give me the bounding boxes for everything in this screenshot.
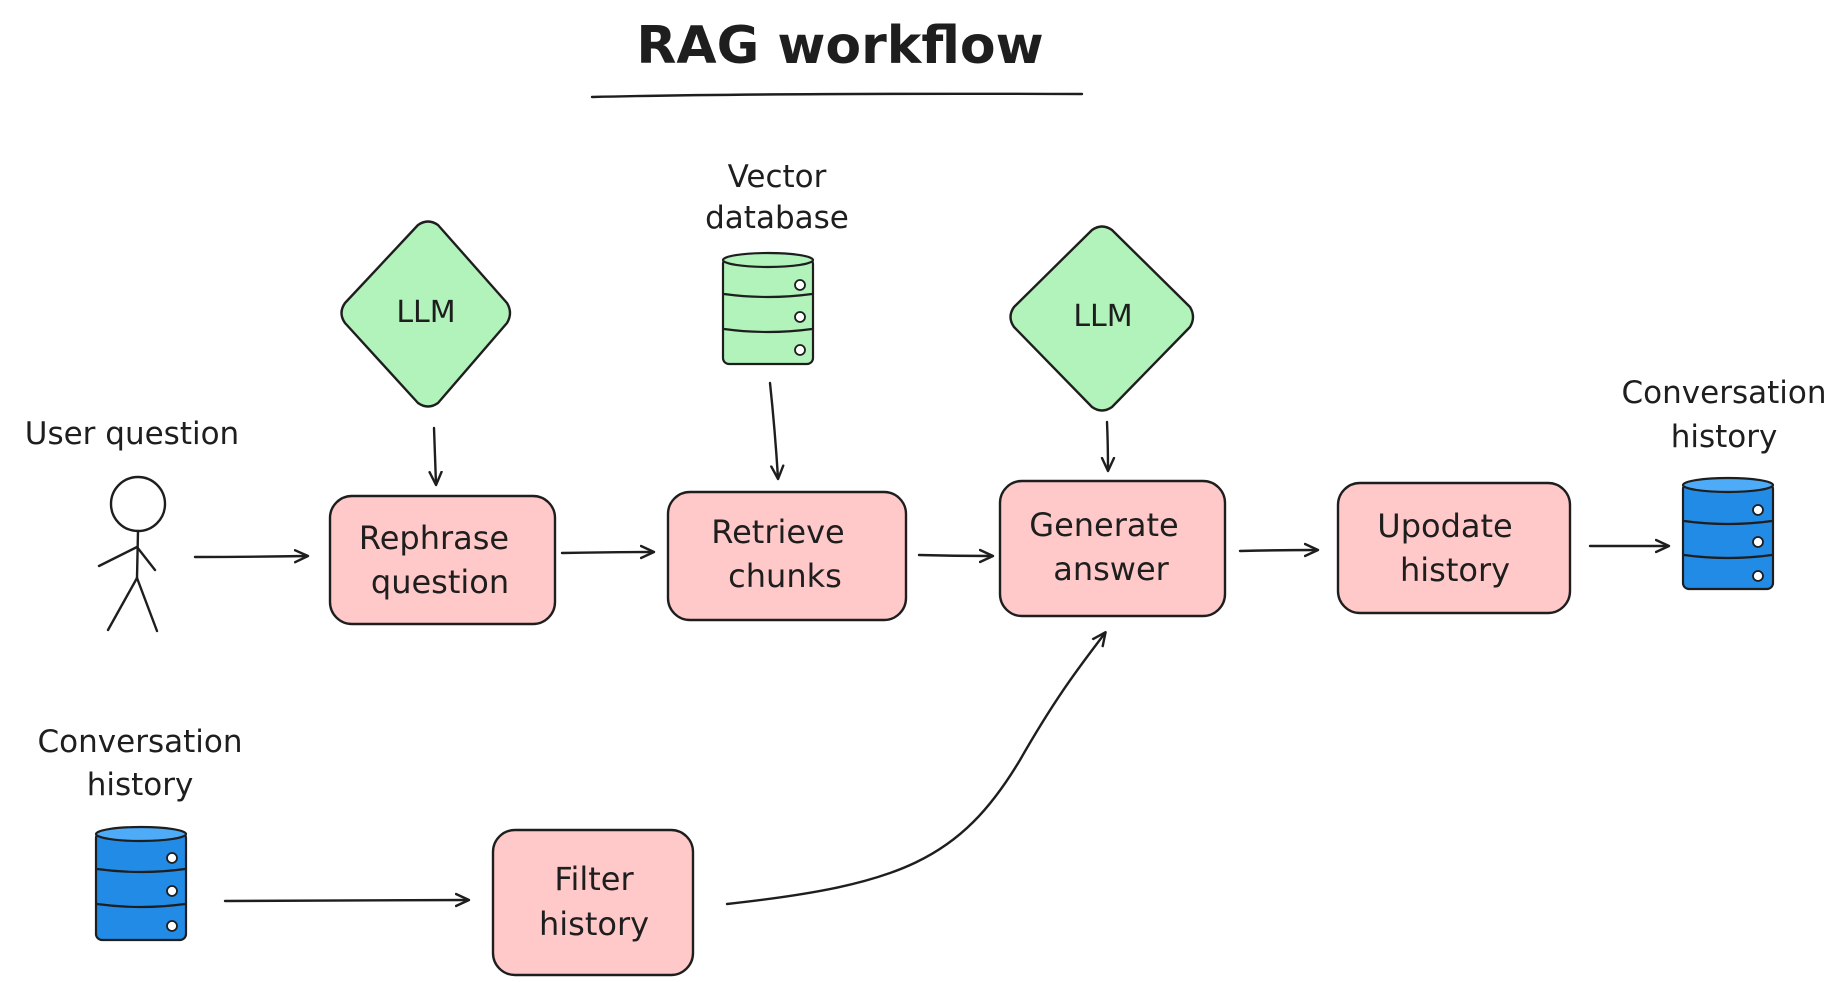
arrow-rephrase-to-retrieve	[560, 552, 653, 553]
stick-figure-icon	[97, 475, 167, 633]
user-question-label: User question	[25, 416, 239, 452]
arrow-llm1-to-rephrase	[434, 426, 436, 484]
rephrase-question-line1: Rephrase	[359, 519, 509, 557]
database-icon	[94, 825, 188, 942]
vector-database-label-line2: database	[705, 200, 849, 236]
retrieve-chunks-line1: Retrieve	[711, 513, 844, 551]
title-text: RAG workflow	[636, 16, 1043, 76]
filter-history-line1: Filter	[554, 860, 634, 898]
llm-diamond-1: LLM	[340, 220, 512, 408]
arrow-generate-to-update	[1238, 550, 1317, 551]
user-question-node: User question	[25, 416, 239, 633]
conversation-history-right-line1: Conversation	[1622, 375, 1827, 411]
database-icon	[721, 251, 815, 366]
conversation-history-left-node: Conversation history	[38, 724, 243, 942]
rephrase-question-box: Rephrase question	[328, 494, 557, 626]
update-history-box: Upodate history	[1336, 481, 1572, 615]
arrow-user-to-rephrase	[193, 556, 307, 557]
llm-diamond-2: LLM	[1009, 225, 1195, 412]
vector-database-label-line1: Vector	[728, 159, 827, 195]
conversation-history-left-line1: Conversation	[38, 724, 243, 760]
update-history-line2: history	[1400, 551, 1510, 589]
retrieve-chunks-line2: chunks	[728, 557, 842, 595]
llm-2-label: LLM	[1073, 299, 1132, 334]
arrow-history-to-filter	[223, 900, 468, 901]
vector-database-node: Vector database	[705, 159, 849, 366]
title-underline	[590, 92, 1084, 99]
retrieve-chunks-box: Retrieve chunks	[666, 490, 908, 622]
generate-answer-line1: Generate	[1029, 506, 1178, 544]
arrow-vectordb-to-retrieve	[768, 381, 778, 478]
database-icon	[1681, 476, 1775, 591]
filter-history-box: Filter history	[491, 828, 695, 977]
arrow-retrieve-to-generate	[917, 555, 992, 556]
conversation-history-right-line2: history	[1671, 419, 1778, 455]
llm-1-label: LLM	[396, 295, 455, 330]
conversation-history-left-line2: history	[87, 767, 194, 803]
update-history-line1: Upodate	[1377, 507, 1512, 545]
diagram-title: RAG workflow	[590, 16, 1084, 99]
conversation-history-right-node: Conversation history	[1622, 375, 1827, 591]
rephrase-question-line2: question	[371, 563, 509, 601]
generate-answer-line2: answer	[1053, 550, 1169, 588]
arrow-filter-to-generate	[725, 633, 1105, 906]
filter-history-line2: history	[539, 905, 649, 943]
arrow-llm2-to-generate	[1107, 420, 1108, 470]
generate-answer-box: Generate answer	[998, 479, 1227, 618]
